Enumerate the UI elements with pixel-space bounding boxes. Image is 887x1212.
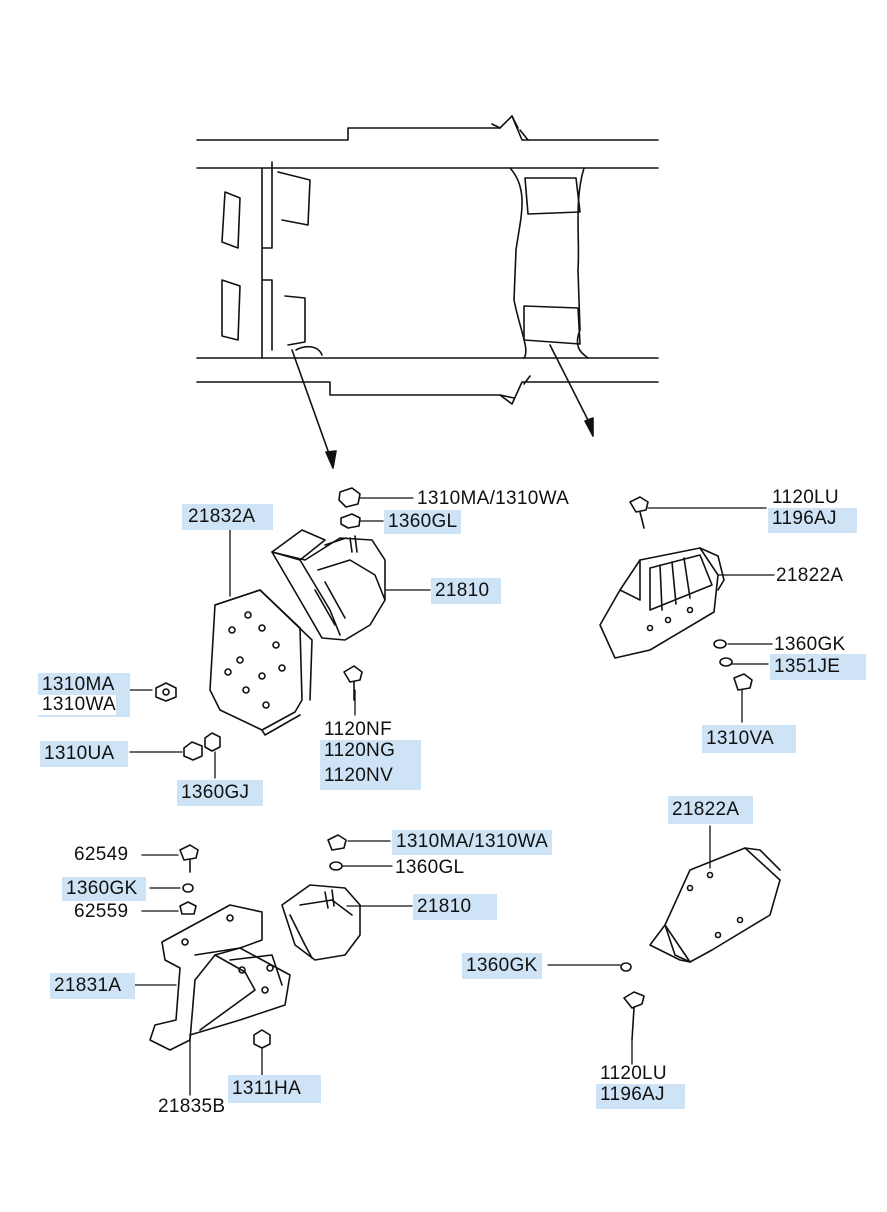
label-1120lu-bot: 1120LU bbox=[600, 1063, 667, 1084]
label-62549: 62549 bbox=[74, 844, 129, 865]
label-1310ua: 1310UA bbox=[40, 741, 129, 767]
label-1310ma-1310wa-left: 1310MA 1310WA bbox=[38, 673, 130, 717]
bracket-21831a bbox=[149, 904, 291, 1051]
label-1120lu-group-bot: 1120LU 1196AJ bbox=[596, 1064, 685, 1109]
insulator-21810-upper bbox=[271, 529, 386, 641]
nut-1310ua bbox=[183, 732, 221, 761]
label-21810-bot: 21810 bbox=[413, 894, 498, 920]
label-1360gl-top: 1360GL bbox=[384, 510, 462, 534]
insulator-21810-lower bbox=[281, 884, 361, 961]
vehicle-frame bbox=[196, 115, 659, 405]
label-1310va: 1310VA bbox=[702, 725, 797, 753]
bracket-21832a bbox=[209, 589, 313, 736]
label-21822a-top: 21822A bbox=[776, 565, 844, 586]
label-1120lu-group-top: 1120LU 1196AJ bbox=[768, 488, 857, 533]
label-1360gl-bot: 1360GL bbox=[395, 857, 465, 878]
label-1120nf: 1120NF bbox=[324, 719, 392, 740]
washers-upper-right bbox=[713, 639, 753, 691]
label-1310ma-bot: 1310MA/1310WA bbox=[392, 830, 553, 855]
label-1120ng: 1120NG bbox=[320, 740, 422, 765]
label-1311ha: 1311HA bbox=[228, 1075, 322, 1103]
nut-1310ma-upper bbox=[338, 487, 361, 529]
label-1360gk-left: 1360GK bbox=[62, 877, 146, 901]
bolt-1120lu-upper bbox=[629, 496, 649, 529]
label-1196aj-top: 1196AJ bbox=[768, 508, 857, 533]
bracket-21822a-upper bbox=[599, 547, 725, 659]
label-1120nv: 1120NV bbox=[320, 765, 422, 790]
label-1120lu-top: 1120LU bbox=[772, 487, 839, 508]
label-21810-top: 21810 bbox=[431, 578, 502, 604]
pointer-arrows bbox=[291, 344, 594, 469]
label-21835b: 21835B bbox=[158, 1096, 226, 1117]
bracket-21822a-lower bbox=[649, 847, 781, 963]
label-1351je: 1351JE bbox=[770, 654, 867, 680]
label-1360gk-right: 1360GK bbox=[774, 634, 846, 655]
label-21822a-bot: 21822A bbox=[668, 796, 754, 824]
bolt-1120nf bbox=[343, 665, 363, 701]
label-1360gk-bot: 1360GK bbox=[462, 953, 542, 979]
hardware-lower-left bbox=[179, 834, 347, 1049]
label-21832a: 21832A bbox=[182, 504, 274, 530]
label-1360gj: 1360GJ bbox=[177, 780, 264, 806]
label-21831a: 21831A bbox=[50, 973, 136, 999]
label-1196aj-bot: 1196AJ bbox=[596, 1084, 685, 1109]
nut-1310ma-left bbox=[155, 682, 177, 702]
hardware-lower-right bbox=[620, 962, 645, 1041]
label-1120nf-group: 1120NF 1120NG 1120NV bbox=[320, 719, 422, 790]
label-1310ma-top: 1310MA/1310WA bbox=[417, 488, 570, 509]
label-62559: 62559 bbox=[74, 901, 129, 922]
leader-lines bbox=[113, 497, 775, 1096]
